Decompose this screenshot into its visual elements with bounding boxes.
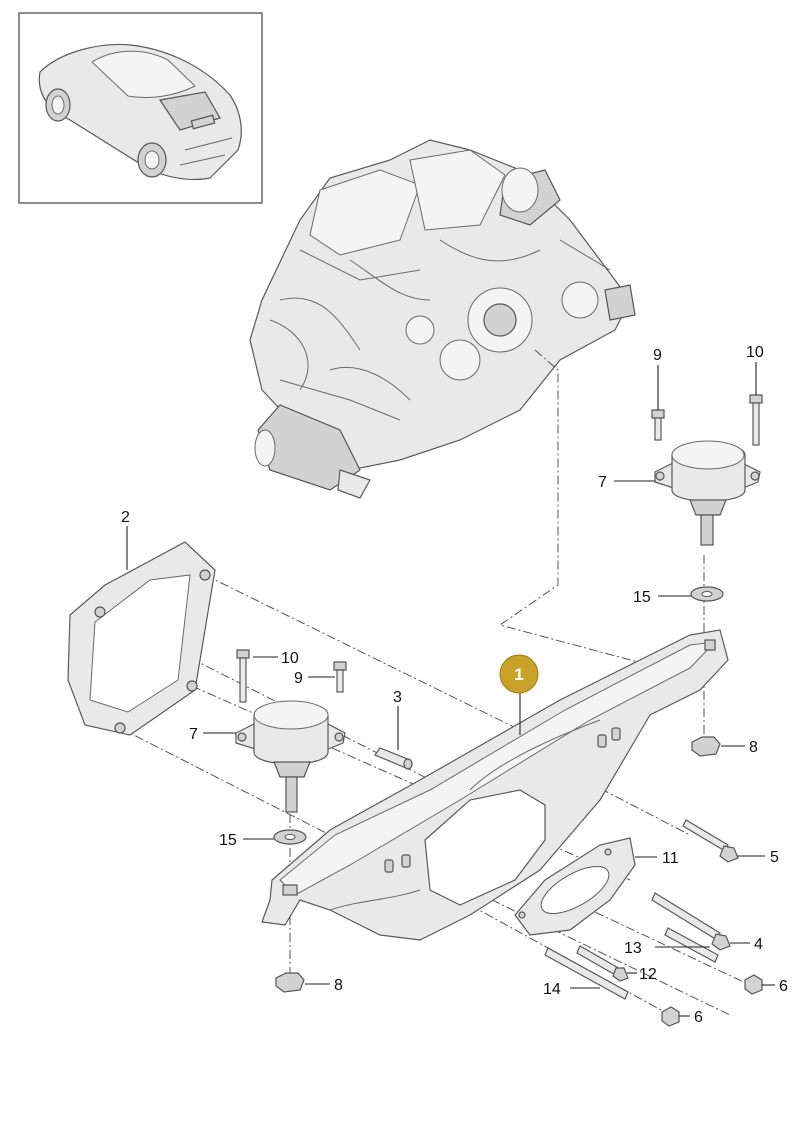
callout-2[interactable]: 2 — [121, 509, 130, 526]
callout-5[interactable]: 5 — [770, 849, 779, 866]
part-3-stud[interactable] — [374, 747, 413, 770]
callout-12[interactable]: 12 — [639, 966, 657, 983]
leader-lines — [126, 362, 775, 1017]
part-8-nut-right[interactable] — [691, 736, 721, 757]
part-9-bolt-lower[interactable] — [333, 661, 347, 693]
callout-7-lower[interactable]: 7 — [189, 726, 198, 743]
part-6-nut-right[interactable] — [744, 974, 763, 995]
part-1-crossmember[interactable] — [261, 629, 729, 941]
callout-9-upper[interactable]: 9 — [653, 347, 662, 364]
callout-11[interactable]: 11 — [662, 850, 679, 867]
vehicle-thumbnail[interactable] — [18, 12, 263, 204]
part-7-engine-mount-lower[interactable] — [235, 700, 346, 813]
part-13-stud[interactable] — [664, 927, 719, 963]
callout-1-highlight-badge[interactable]: 1 — [499, 654, 539, 694]
part-10-bolt-upper[interactable] — [749, 394, 763, 446]
callout-14[interactable]: 14 — [543, 981, 561, 998]
callout-10-upper[interactable]: 10 — [746, 344, 764, 361]
part-14-stud[interactable] — [544, 947, 629, 1000]
highlight-badge-circle — [499, 654, 539, 694]
part-15-washer-upper[interactable] — [690, 586, 724, 602]
callout-9-lower[interactable]: 9 — [294, 670, 303, 687]
callout-3[interactable]: 3 — [393, 689, 402, 706]
sports-car-icon — [38, 43, 242, 181]
callout-4[interactable]: 4 — [754, 936, 763, 953]
callout-6-lower[interactable]: 6 — [694, 1009, 703, 1026]
engine-assembly-icon[interactable] — [249, 139, 636, 499]
callout-1: 1 — [514, 665, 523, 684]
callout-13[interactable]: 13 — [624, 940, 642, 957]
part-10-bolt-lower[interactable] — [236, 649, 250, 703]
callout-8-left[interactable]: 8 — [334, 977, 343, 994]
callout-10-lower[interactable]: 10 — [281, 650, 299, 667]
part-9-bolt-upper[interactable] — [651, 409, 665, 441]
part-11-heat-shield[interactable] — [514, 837, 636, 936]
part-12-stud[interactable] — [576, 945, 629, 982]
callout-6-right[interactable]: 6 — [779, 978, 788, 995]
callout-8-right[interactable]: 8 — [749, 739, 758, 756]
callout-15-upper[interactable]: 15 — [633, 589, 651, 606]
part-6-nut-lower[interactable] — [661, 1006, 680, 1027]
part-4-bolt[interactable] — [651, 892, 731, 951]
callout-15-lower[interactable]: 15 — [219, 832, 237, 849]
part-2-flange-ring[interactable] — [67, 541, 216, 736]
part-15-washer-lower[interactable] — [273, 829, 307, 845]
part-8-nut-left[interactable] — [275, 972, 305, 993]
part-7-engine-mount-upper[interactable] — [654, 440, 761, 546]
callout-7-upper[interactable]: 7 — [598, 474, 607, 491]
callout-labels: 2 9 10 7 15 8 10 9 3 7 15 8 11 5 4 13 12… — [121, 344, 788, 1026]
part-5-bolt[interactable] — [682, 819, 739, 863]
